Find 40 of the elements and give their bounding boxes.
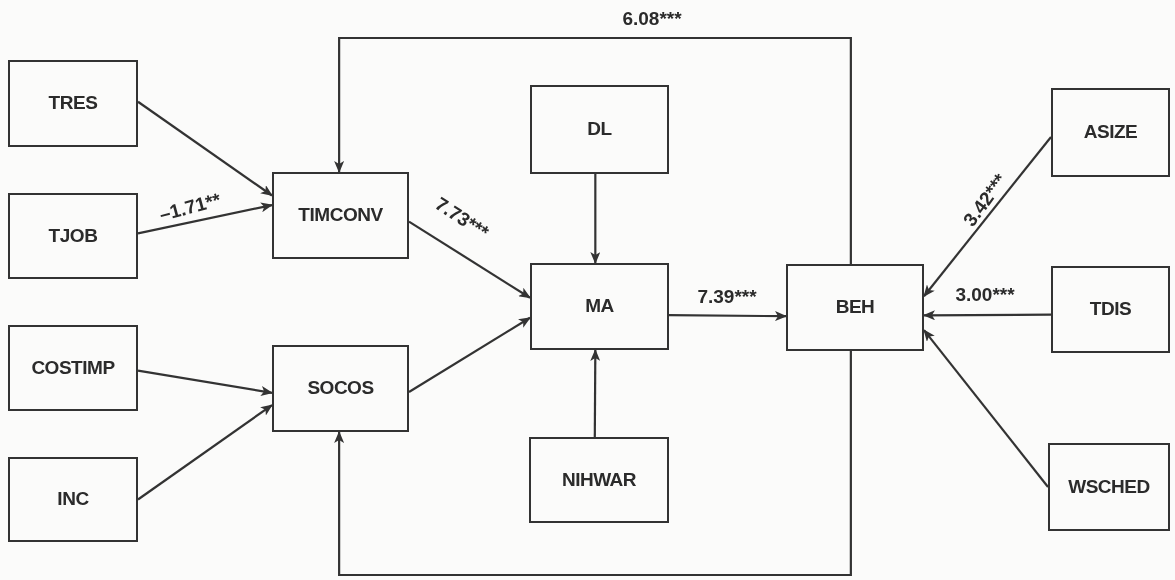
arrow [334,36,852,264]
variable-name: DL [587,117,612,142]
variable-box [272,172,409,259]
arrow [923,310,1051,321]
variable-box [8,193,138,279]
variable-name: COSTIMP [31,355,115,380]
variable-box [1051,88,1170,177]
arrow [669,311,787,322]
variable-name: TJOB [48,223,98,248]
arrow [923,329,1049,488]
variable-name: INC [57,487,89,512]
variable-name: NIHWAR [561,467,637,492]
variable-name: WSCHED [1068,474,1150,499]
arrow [923,136,1052,297]
variable-box [786,264,924,351]
arrow [334,351,852,577]
variable-box [272,345,409,432]
variable-name: ASIZE [1083,120,1138,145]
variable-box [530,85,669,174]
arrow [137,369,273,396]
arrow [590,174,601,264]
variable-name: SOCOS [307,376,374,401]
arrow [408,316,531,393]
arrow [590,349,601,437]
arrow [137,202,273,235]
variable-name: TRES [48,91,98,116]
variable-box [530,263,669,350]
variable-box [1051,266,1170,353]
variable-box [529,437,669,523]
variable-box [8,60,138,147]
arrow [408,220,531,299]
variable-name: TDIS [1089,297,1132,322]
variable-name: TIMCONV [298,203,383,228]
arrow [137,100,273,197]
variable-name: MA [585,294,614,319]
variable-box [8,457,138,542]
arrow [137,404,273,501]
variable-name: BEH [835,295,875,320]
variable-box [1048,443,1170,531]
variable-box [8,325,138,411]
